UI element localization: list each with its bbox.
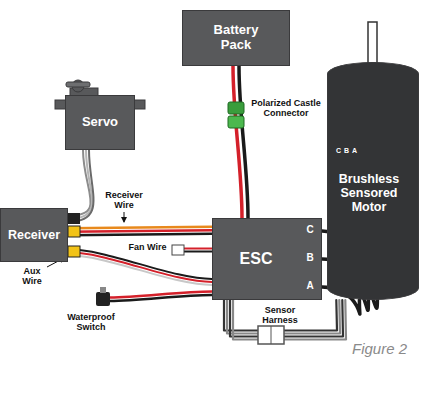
callout-label: Fan Wire [125, 242, 170, 252]
servo-arm [66, 82, 90, 87]
esc-box: ESC [212, 218, 322, 300]
servo-box: Servo [65, 95, 135, 150]
switch-wire [110, 295, 212, 301]
battery-pack-box: Battery Pack [182, 10, 290, 66]
leader-line [124, 212, 125, 222]
harness-connector [258, 326, 284, 344]
terminal-letter: A [303, 281, 317, 291]
callout-label: Aux Wire [14, 266, 50, 286]
box-text: Battery Pack [200, 23, 272, 52]
servo-wire [68, 150, 94, 222]
sensor-harness [224, 300, 346, 340]
servo-plug [68, 213, 80, 224]
fan-plug [172, 245, 184, 255]
terminal-letter: B [303, 253, 317, 263]
fan-wire [184, 248, 212, 250]
terminal-letter: A [350, 146, 359, 156]
aux-wire [68, 249, 212, 285]
battery-wire [233, 66, 248, 218]
figure-caption: Figure 2 [352, 340, 407, 358]
box-text: ESC [240, 250, 273, 268]
box-text: Servo [82, 115, 118, 130]
callout-label: Polarized Castle Connector [248, 98, 324, 118]
fan-wire [184, 251, 212, 253]
motor-body: Brushless Sensored Motor [327, 62, 419, 300]
terminal-letter: B [342, 146, 351, 156]
callout-label: Receiver Wire [98, 190, 150, 210]
receiver-wire [68, 227, 212, 235]
box-text: Receiver [8, 228, 60, 242]
castle-connector-half [228, 102, 244, 114]
harness-connector-split [271, 326, 272, 344]
motor-shaft [368, 22, 377, 66]
callout-label: Sensor Harness [256, 305, 304, 325]
receiver-plug [68, 226, 80, 237]
receiver-box: Receiver [0, 208, 68, 262]
aux-plug [68, 246, 80, 257]
callout-label: Waterproof Switch [58, 312, 124, 332]
terminal-letter: C [303, 225, 317, 235]
switch-toggle [100, 287, 106, 293]
box-text: Brushless Sensored Motor [328, 172, 410, 214]
terminal-letter: C [334, 146, 343, 156]
castle-connector-half [228, 116, 244, 128]
waterproof-switch [96, 292, 110, 306]
